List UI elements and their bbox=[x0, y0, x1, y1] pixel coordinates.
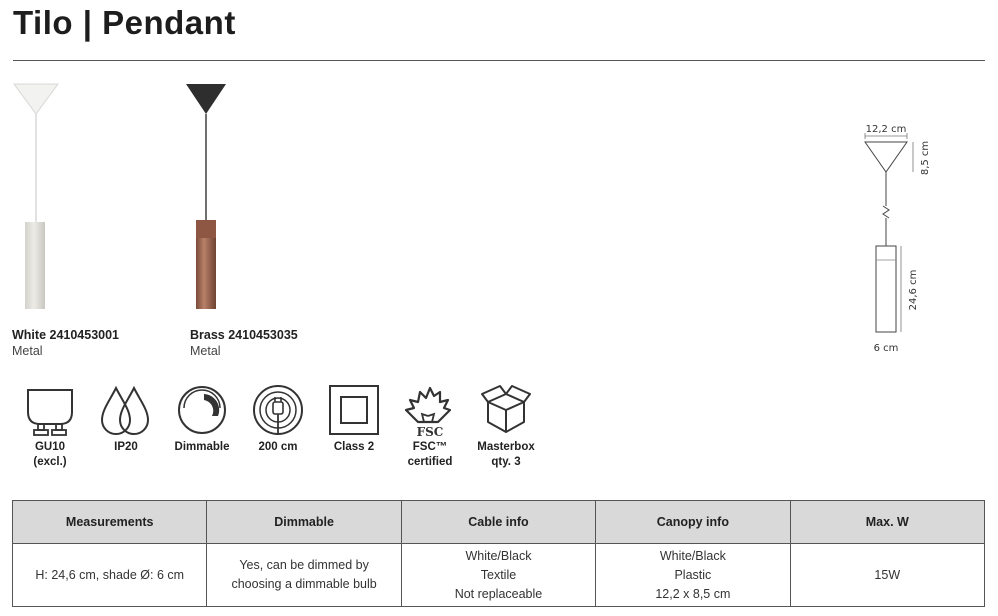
gu10-bulb-icon bbox=[27, 389, 73, 436]
feature-label: Class 2 bbox=[333, 441, 375, 453]
shade-height-label: 24,6 cm bbox=[908, 270, 919, 311]
feature-ip20: IP20 bbox=[88, 382, 164, 455]
product-brass: Brass 2410453035 Metal bbox=[186, 82, 360, 362]
table-cell: White/Black Plastic 12,2 x 8,5 cm bbox=[595, 543, 791, 607]
product-name: Brass 2410453035 bbox=[190, 328, 298, 342]
product-white: White 2410453001 Metal bbox=[12, 82, 182, 362]
canopy-width-label: 12,2 cm bbox=[866, 124, 907, 135]
product-material: Metal bbox=[12, 344, 43, 358]
feature-cable: 200 cm bbox=[240, 382, 316, 455]
feature-label: Dimmable bbox=[174, 441, 230, 453]
spec-table: Measurements Dimmable Cable info Canopy … bbox=[11, 500, 986, 607]
brass-pendant-image bbox=[186, 84, 226, 309]
table-header: Canopy info bbox=[595, 500, 791, 544]
feature-gu10: GU10 (excl.) bbox=[12, 382, 88, 470]
box-icon bbox=[481, 385, 531, 433]
table-header: Cable info bbox=[400, 500, 597, 544]
feature-fsc: FSC FSC™ certified bbox=[392, 382, 468, 470]
table-cell: H: 24,6 cm, shade Ø: 6 cm bbox=[11, 543, 208, 607]
ip20-drops-icon bbox=[100, 385, 150, 435]
feature-label: GU10 (excl.) bbox=[33, 441, 67, 468]
product-name: White 2410453001 bbox=[12, 328, 120, 342]
feature-label: 200 cm bbox=[258, 441, 298, 453]
page-title: Tilo | Pendant bbox=[13, 4, 236, 41]
fsc-badge-text: FSC bbox=[417, 425, 444, 438]
product-material: Metal bbox=[190, 344, 221, 358]
table-row: H: 24,6 cm, shade Ø: 6 cm Yes, can be di… bbox=[11, 543, 986, 607]
table-header: Dimmable bbox=[206, 500, 402, 544]
table-cell: White/Black Textile Not replaceable bbox=[400, 543, 597, 607]
class2-icon bbox=[329, 385, 379, 435]
white-pendant-image bbox=[13, 83, 59, 309]
dimmable-icon bbox=[178, 386, 226, 434]
fsc-tree-icon: FSC bbox=[404, 386, 452, 438]
table-cell: 15W bbox=[789, 543, 986, 607]
table-header: Max. W bbox=[789, 500, 986, 544]
feature-label: FSC™ certified bbox=[407, 441, 453, 468]
feature-label: IP20 bbox=[114, 441, 138, 453]
title-divider bbox=[13, 60, 985, 61]
feature-dimmable: Dimmable bbox=[164, 382, 240, 455]
feature-class2: Class 2 bbox=[316, 382, 392, 455]
table-cell: Yes, can be dimmed by choosing a dimmabl… bbox=[206, 543, 402, 607]
canopy-height-label: 8,5 cm bbox=[920, 141, 931, 175]
table-header-row: Measurements Dimmable Cable info Canopy … bbox=[11, 500, 986, 544]
dimension-drawing: 12,2 cm 8,5 cm 24,6 cm 6 cm bbox=[864, 124, 931, 354]
cable-plug-icon bbox=[253, 385, 303, 435]
shade-diameter-label: 6 cm bbox=[874, 343, 899, 354]
feature-icons: GU10 (excl.) IP20 Dimmable 200 cm bbox=[12, 382, 552, 482]
feature-label: Masterbox qty. 3 bbox=[477, 441, 535, 468]
table-header: Measurements bbox=[11, 500, 208, 544]
feature-masterbox: Masterbox qty. 3 bbox=[468, 382, 544, 470]
